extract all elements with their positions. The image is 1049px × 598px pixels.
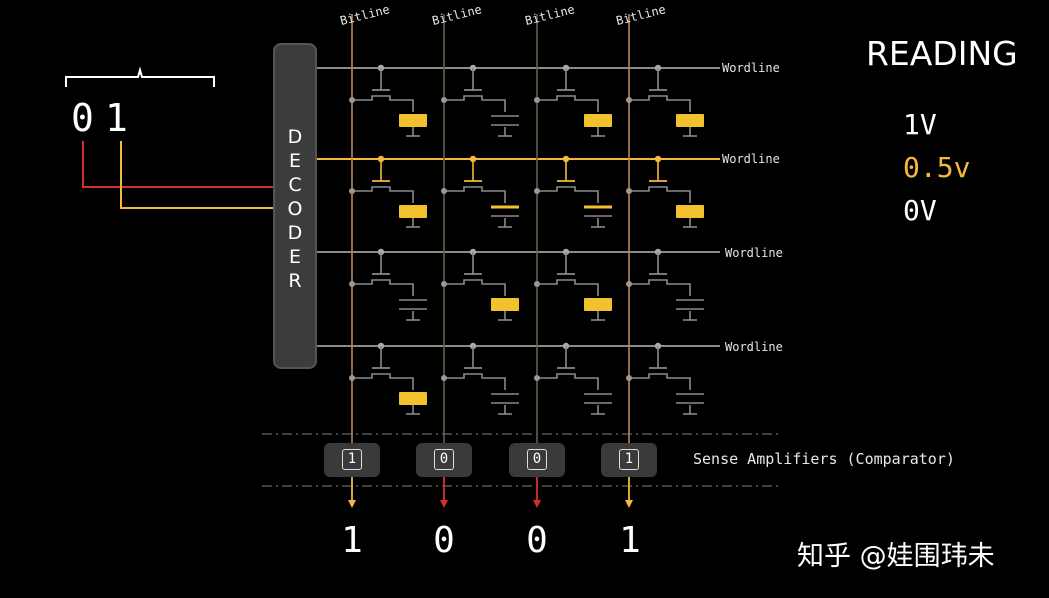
- transistor-channel: [352, 95, 414, 112]
- bitline-junction: [441, 188, 447, 194]
- sense-amp-1: 0: [416, 443, 472, 477]
- transistor-channel: [444, 95, 506, 112]
- wordline-label-1: Wordline: [722, 152, 780, 166]
- transistor-channel: [537, 279, 599, 296]
- output-bit-3: 1: [619, 520, 641, 561]
- sense-amplifiers-label: Sense Amplifiers (Comparator): [693, 450, 955, 468]
- sense-amp-value: 1: [619, 449, 639, 470]
- transistor-channel: [352, 186, 414, 203]
- bitline-junction: [349, 188, 355, 194]
- transistor-channel: [352, 373, 414, 390]
- decoder-label: D E C O D E R: [275, 125, 315, 293]
- transistor-channel: [444, 373, 506, 390]
- sense-amp-3: 1: [601, 443, 657, 477]
- address-wire-1: [120, 141, 273, 209]
- transistor-channel: [629, 186, 691, 203]
- capacitor-charged: [399, 392, 427, 405]
- output-bit-2: 0: [526, 520, 548, 561]
- voltage-high-label: 1V: [903, 108, 937, 141]
- output-arrow-head: [348, 500, 356, 508]
- wordline-label-3: Wordline: [725, 340, 783, 354]
- bitline-junction: [534, 281, 540, 287]
- decoder-letter: D: [287, 222, 303, 244]
- watermark-text: 知乎 @娃围玮未: [797, 541, 995, 572]
- transistor-channel: [444, 279, 506, 296]
- capacitor-charged: [676, 205, 704, 218]
- sense-amp-0: 1: [324, 443, 380, 477]
- bitline-junction: [534, 97, 540, 103]
- capacitor-charged: [399, 114, 427, 127]
- address-wire-0: [82, 141, 273, 188]
- output-bit-1: 0: [433, 520, 455, 561]
- bitline-junction: [349, 97, 355, 103]
- address-brace: [65, 66, 215, 87]
- capacitor-charged: [584, 298, 612, 311]
- diagram-title: READING: [866, 34, 1018, 73]
- decoder-letter: R: [288, 270, 302, 292]
- wordline-label-2: Wordline: [725, 246, 783, 260]
- capacitor-charged: [584, 114, 612, 127]
- decoder-letter: C: [288, 174, 302, 196]
- bitline-junction: [626, 97, 632, 103]
- decoder-letter: E: [288, 246, 301, 268]
- sense-amp-value: 0: [527, 449, 547, 470]
- address-bit-0: 0: [71, 96, 94, 140]
- transistor-channel: [444, 186, 506, 203]
- bitline-junction: [626, 188, 632, 194]
- output-bit-0: 1: [341, 520, 363, 561]
- transistor-channel: [537, 373, 599, 390]
- voltage-mid-label: 0.5v: [903, 151, 971, 184]
- bitline-junction: [349, 375, 355, 381]
- transistor-channel: [537, 186, 599, 203]
- capacitor-charged: [676, 114, 704, 127]
- output-arrow-head: [440, 500, 448, 508]
- sense-amp-value: 0: [434, 449, 454, 470]
- voltage-low-label: 0V: [903, 194, 937, 227]
- transistor-channel: [537, 95, 599, 112]
- sense-amp-value: 1: [342, 449, 362, 470]
- bitline-junction: [626, 281, 632, 287]
- bitline-junction: [349, 281, 355, 287]
- transistor-channel: [629, 279, 691, 296]
- wordline-label-0: Wordline: [722, 61, 780, 75]
- sense-amp-2: 0: [509, 443, 565, 477]
- capacitor-charged: [491, 298, 519, 311]
- output-arrow-head: [625, 500, 633, 508]
- decoder-letter: E: [288, 150, 301, 172]
- decoder-letter: O: [287, 198, 303, 220]
- bitline-junction: [441, 97, 447, 103]
- bitline-junction: [534, 375, 540, 381]
- output-arrow-head: [533, 500, 541, 508]
- bitline-junction: [441, 375, 447, 381]
- transistor-channel: [352, 279, 414, 296]
- decoder-letter: D: [287, 126, 303, 148]
- address-bit-1: 1: [105, 96, 128, 140]
- transistor-channel: [629, 373, 691, 390]
- capacitor-charged: [399, 205, 427, 218]
- bitline-junction: [534, 188, 540, 194]
- decoder-block: D E C O D E R: [273, 43, 317, 369]
- bitline-junction: [626, 375, 632, 381]
- bitline-junction: [441, 281, 447, 287]
- transistor-channel: [629, 95, 691, 112]
